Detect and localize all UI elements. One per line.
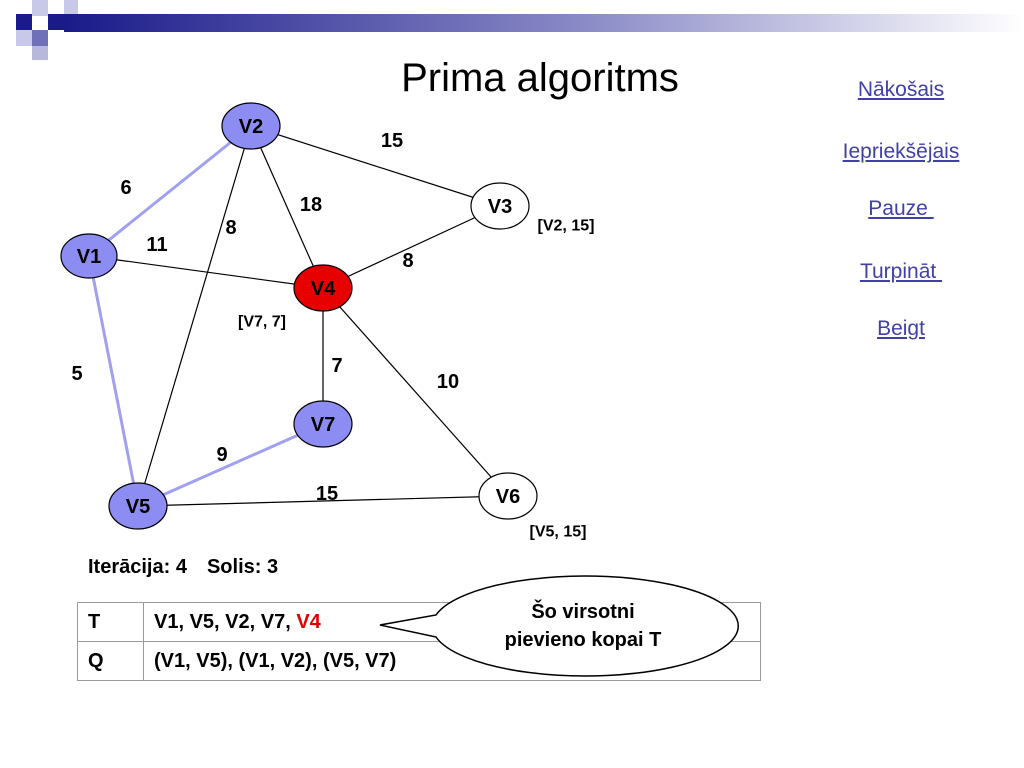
edge-v2-v4: [250, 125, 324, 289]
vertex-v7: V7: [293, 400, 353, 448]
vertex-label: V4: [311, 278, 336, 300]
t-highlight-vertex: V4: [296, 610, 321, 633]
callout-line-2: pievieno kopai T: [504, 629, 662, 651]
vertex-v6: V6: [478, 472, 538, 520]
end-link[interactable]: Beigt: [877, 317, 925, 340]
edge-weight-v1-v4: 11: [146, 234, 167, 256]
vertex-v3: V3: [470, 182, 530, 230]
vertex-label: V5: [126, 496, 150, 518]
pause-link[interactable]: Pauze: [868, 197, 934, 220]
vertex-label: V7: [311, 414, 335, 436]
vertex-label: V6: [496, 486, 520, 508]
vertex-v1: V1: [60, 233, 118, 279]
vertex-node: [470, 182, 530, 230]
candidate-tag-v3: [V2, 15]: [538, 218, 595, 235]
edge-weight-v3-v4: 8: [402, 250, 413, 272]
edge-v4-v6: [322, 287, 509, 497]
edge-weight-v4-v7: 7: [331, 355, 342, 377]
edge-weight-v4-v6: 10: [437, 371, 459, 393]
edge-weight-v5-v7: 9: [216, 444, 227, 466]
vertex-label: V2: [239, 116, 263, 138]
vertex-v4: V4: [293, 264, 353, 312]
callout-line-1: Šo virsotni: [531, 601, 635, 623]
next-link[interactable]: Nākošais: [857, 78, 945, 101]
vertex-node: [293, 400, 353, 448]
iteration-status: Iterācija: 4 Solis: 3: [88, 556, 278, 579]
continue-link[interactable]: Turpināt: [859, 260, 943, 283]
decorative-header: [0, 0, 1024, 60]
edge-weight-v2-v5: 8: [225, 217, 236, 239]
edge-v2-v3: [250, 125, 501, 207]
vertex-node: [221, 102, 281, 150]
edge-weight-v1-v5: 5: [71, 363, 82, 385]
edge-v5-v7: [137, 422, 324, 508]
vertex-label: V3: [488, 196, 512, 218]
vertex-node: [478, 472, 538, 520]
previous-link[interactable]: Iepriekšējais: [842, 140, 960, 163]
iteration-label: Iterācija: 4: [88, 556, 187, 578]
edge-weight-v5-v6: 15: [316, 483, 338, 505]
t-value: V1, V5, V2, V7,: [154, 610, 297, 633]
vertex-v2: V2: [221, 102, 281, 150]
t-header-cell: T: [77, 602, 144, 642]
step-label: Solis: 3: [206, 556, 279, 578]
callout-text: Šo virsotni pievieno kopai T: [458, 598, 708, 654]
vertex-node: [293, 264, 353, 312]
vertex-node: [60, 233, 118, 279]
edge-weight-v2-v4: 18: [300, 194, 322, 216]
page-title: Prima algoritms: [401, 56, 679, 100]
vertex-node: [108, 482, 168, 530]
candidate-tag-v4: [V7, 7]: [238, 314, 286, 331]
vertex-label: V1: [77, 246, 101, 268]
edge-v1-v2: [88, 124, 252, 258]
candidate-tag-v6: [V5, 15]: [530, 524, 587, 541]
edge-v1-v5: [87, 255, 140, 507]
edge-v5-v6: [137, 495, 509, 507]
edge-v2-v5: [137, 125, 252, 507]
edge-weight-v1-v2: 6: [120, 177, 131, 199]
edge-v1-v4: [88, 255, 324, 289]
edge-weight-v2-v3: 15: [381, 130, 403, 152]
edge-v3-v4: [322, 205, 501, 289]
vertex-v5: V5: [108, 482, 168, 530]
